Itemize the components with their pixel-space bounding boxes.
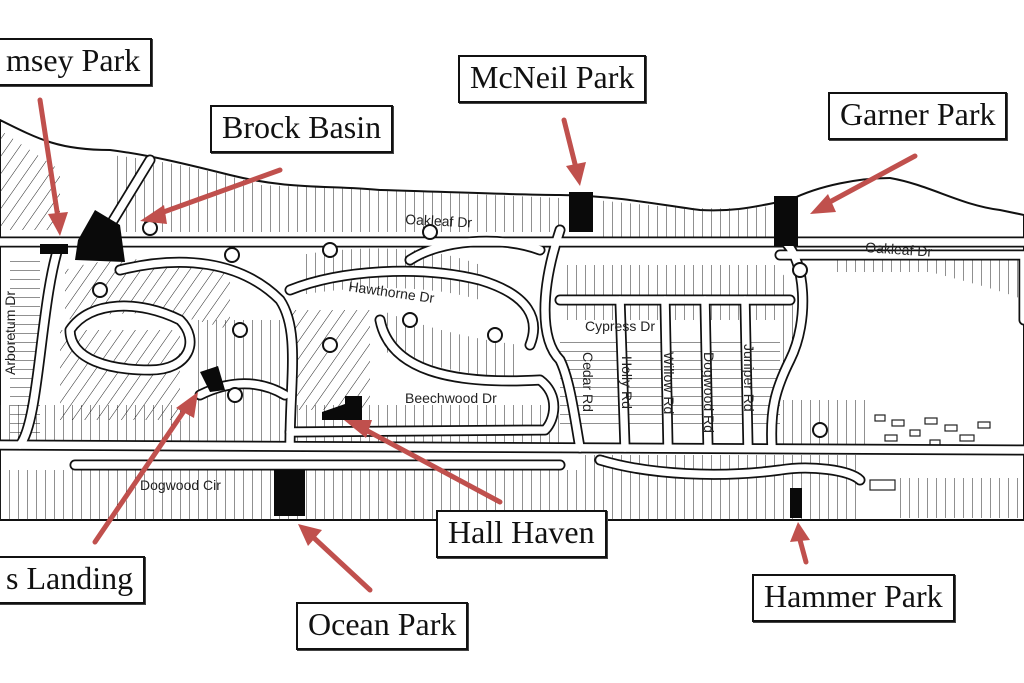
street-beechwood: Beechwood Dr bbox=[405, 390, 497, 406]
ramsey-park-area bbox=[40, 244, 68, 254]
arrow-garner bbox=[810, 153, 918, 214]
garner-park-area bbox=[774, 196, 798, 246]
hammer-park-area bbox=[790, 488, 802, 518]
arrow-ocean bbox=[298, 524, 373, 593]
arrow-mcneil bbox=[561, 117, 586, 186]
callout-ramsey-park: msey Park bbox=[0, 38, 153, 86]
street-willow: Willow Rd bbox=[661, 352, 677, 414]
callout-label: Hammer Park bbox=[764, 578, 943, 614]
landing-park-area bbox=[200, 366, 225, 392]
callout-label: Garner Park bbox=[840, 96, 996, 132]
brock-basin-area bbox=[75, 210, 125, 262]
callout-label: msey Park bbox=[6, 42, 141, 78]
callout-label: Ocean Park bbox=[308, 606, 457, 642]
arrow-hammer bbox=[790, 522, 810, 565]
street-dogwood-cir: Dogwood Cir bbox=[140, 477, 221, 493]
street-arboretum: Arboretum Dr bbox=[2, 291, 18, 375]
callout-arrows bbox=[37, 97, 918, 593]
arrow-hall bbox=[344, 420, 503, 505]
callout-brock-basin: Brock Basin bbox=[210, 105, 394, 153]
callout-mcneil-park: McNeil Park bbox=[458, 55, 647, 103]
street-dogwood-rd: Dogwood Rd bbox=[701, 352, 717, 433]
street-cedar: Cedar Rd bbox=[580, 352, 596, 412]
callout-hall-haven: Hall Haven bbox=[436, 510, 607, 558]
street-oakleaf-west: Oakleaf Dr bbox=[405, 211, 473, 230]
street-oakleaf-east: Oakleaf Dr bbox=[865, 239, 933, 260]
building-cluster bbox=[869, 414, 991, 491]
arrow-landing bbox=[92, 392, 198, 545]
mcneil-park-area bbox=[569, 192, 593, 232]
ocean-park-area bbox=[274, 470, 305, 516]
street-holly: Holly Rd bbox=[619, 356, 635, 409]
street-cypress: Cypress Dr bbox=[585, 318, 655, 334]
callout-hammer-park: Hammer Park bbox=[752, 574, 955, 622]
callout-label: s Landing bbox=[6, 560, 134, 596]
street-juniper: Juniper Rd bbox=[741, 344, 757, 412]
arrow-brock bbox=[140, 167, 283, 224]
callout-ocean-park: Ocean Park bbox=[296, 602, 469, 650]
callout-label: Hall Haven bbox=[448, 514, 595, 550]
arrow-ramsey bbox=[37, 97, 68, 236]
callout-label: Brock Basin bbox=[222, 109, 382, 145]
callout-garner-park: Garner Park bbox=[828, 92, 1008, 140]
callout-landing: s Landing bbox=[0, 556, 146, 604]
park-areas bbox=[40, 192, 802, 518]
callout-label: McNeil Park bbox=[470, 59, 635, 95]
cul-de-sacs bbox=[92, 220, 828, 438]
hall-haven-area bbox=[322, 396, 362, 420]
subdivision-boundary bbox=[0, 118, 1024, 521]
